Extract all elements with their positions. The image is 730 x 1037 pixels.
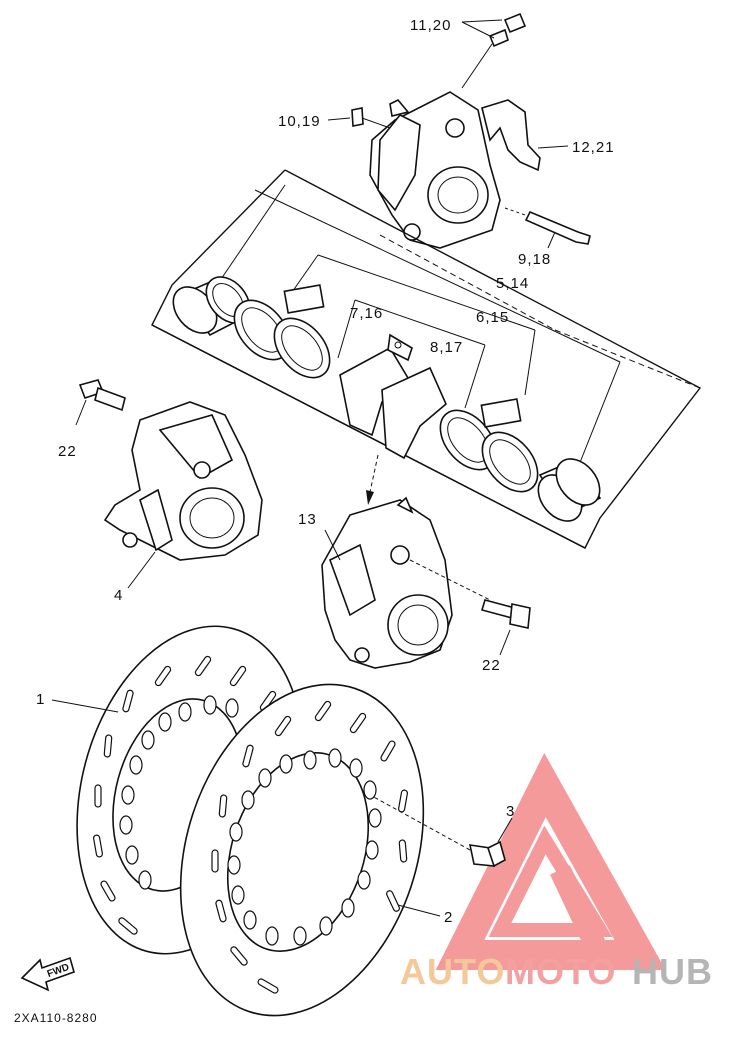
callout-12-21: 12,21 <box>572 139 615 156</box>
callout-labels: 11,20 10,19 12,21 9,18 5,14 6,15 7,16 8,… <box>36 17 615 926</box>
callout-1: 1 <box>36 691 45 708</box>
callout-2: 2 <box>444 909 453 926</box>
assembly-arrow <box>366 454 379 505</box>
forward-arrow-icon: FWD <box>20 956 75 992</box>
diagram-code: 2XA110-8280 <box>14 1011 98 1025</box>
brand-hub: HUB <box>632 951 713 992</box>
automotohub-wordmark: AUTO MOTO HUB <box>400 951 713 992</box>
caliper-left <box>75 379 263 589</box>
disc-right-slots <box>211 700 408 994</box>
caliper-upper-assembly <box>351 12 591 249</box>
pistons-and-seals <box>172 276 602 522</box>
disc-left-slots <box>93 655 277 935</box>
brand-moto: MOTO <box>505 951 616 992</box>
callout-4: 4 <box>114 587 123 604</box>
callout-11-20: 11,20 <box>410 17 451 34</box>
callout-7-16: 7,16 <box>350 305 383 322</box>
callout-3: 3 <box>506 803 515 820</box>
disc-left-holes <box>119 695 239 890</box>
seal-kit-frame <box>151 169 702 549</box>
brand-auto: AUTO <box>400 951 505 992</box>
leader-lines <box>327 19 569 249</box>
callout-5-14: 5,14 <box>496 275 529 292</box>
callout-6-15: 6,15 <box>476 309 509 326</box>
callout-8-17: 8,17 <box>430 339 463 356</box>
callout-10-19: 10,19 <box>278 113 321 130</box>
automotohub-logo <box>435 752 666 970</box>
brake-disc-right <box>179 683 441 1017</box>
callout-9-18: 9,18 <box>518 251 551 268</box>
disc-right-holes <box>227 748 382 946</box>
callout-13: 13 <box>298 511 317 528</box>
callout-22-left: 22 <box>58 443 77 460</box>
caliper-right <box>321 496 531 669</box>
callout-22-right: 22 <box>482 657 501 674</box>
disc-bolt <box>371 795 513 868</box>
